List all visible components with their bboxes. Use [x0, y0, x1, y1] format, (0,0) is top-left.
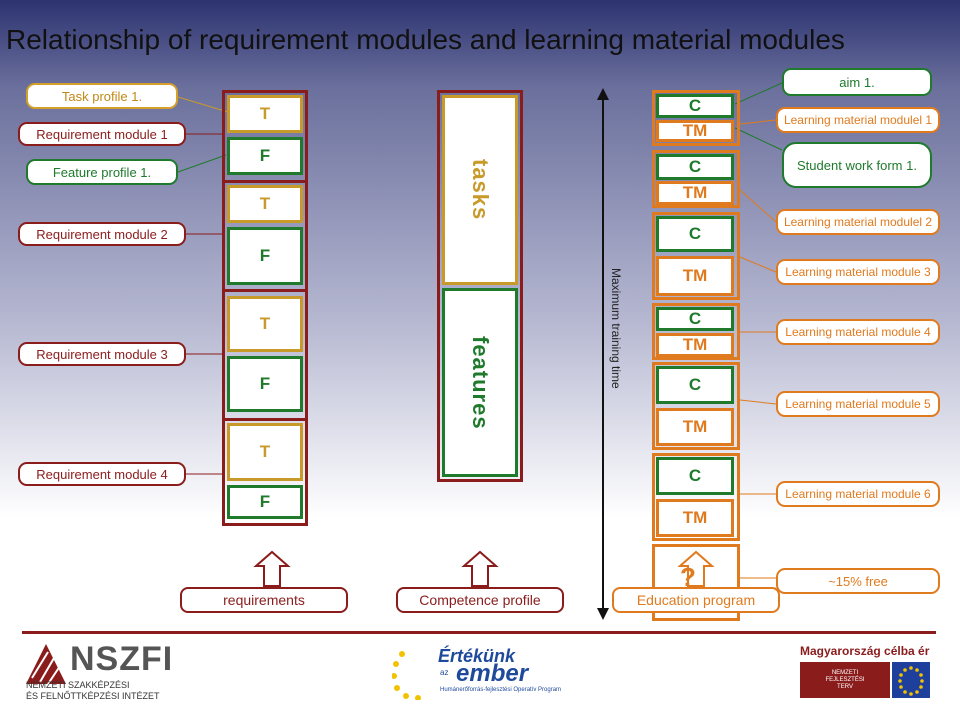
callout-task-profile: Task profile 1. — [26, 83, 178, 109]
nszfi-subtitle-2: ÉS FELNŐTTKÉPZÉSI INTÉZET — [26, 691, 160, 701]
nszfi-subtitle-1: NEMZETI SZAKKÉPZÉSI — [26, 680, 130, 690]
edu-free-frame — [652, 544, 740, 621]
training-module-box: TM — [656, 181, 734, 205]
competence-profile-label: Competence profile — [396, 587, 564, 613]
tasks-label: tasks — [468, 159, 493, 221]
training-module-box: TM — [656, 120, 734, 142]
nft-logo: NEMZETI FEJLESZTÉSI TERV — [800, 662, 890, 698]
requirements-column — [222, 90, 308, 526]
feature-box: F — [227, 227, 303, 285]
feature-box: F — [227, 356, 303, 412]
task-box: T — [227, 95, 303, 133]
requirements-label: requirements — [180, 587, 348, 613]
ertek-ember: ember — [456, 660, 529, 687]
callout-free: ~15% free — [776, 568, 940, 594]
ertek-title: Értékünk — [438, 646, 516, 666]
callout-requirement-module-1: Requirement module 1 — [18, 122, 186, 146]
free-question-mark: ? — [680, 562, 696, 592]
edu-module-frame — [652, 150, 740, 208]
features-box: features — [442, 288, 518, 477]
axis-label: Maximum training time — [609, 268, 623, 389]
ertek-az: az — [440, 668, 449, 677]
feature-box: F — [227, 485, 303, 519]
callout-learning-material-4: Learning material module 4 — [776, 319, 940, 345]
callout-student-work-form: Student work form 1. — [782, 142, 932, 188]
callout-learning-material-1: Learning material modulel 1 — [776, 107, 940, 133]
edu-module-frame — [652, 90, 740, 146]
edu-module-frame — [652, 303, 740, 360]
nft-text: NEMZETI FEJLESZTÉSI TERV — [825, 669, 865, 690]
requirement-module-divider — [222, 180, 308, 292]
callout-learning-material-6: Learning material module 6 — [776, 481, 940, 507]
callout-feature-profile: Feature profile 1. — [26, 159, 178, 185]
education-program-label: Education program — [612, 587, 780, 613]
competence-box: C — [656, 366, 734, 404]
edu-module-frame — [652, 212, 740, 300]
nszfi-name: NSZFI — [70, 640, 174, 678]
task-box: T — [227, 296, 303, 352]
callout-requirement-module-4: Requirement module 4 — [18, 462, 186, 486]
callout-requirement-module-3: Requirement module 3 — [18, 342, 186, 366]
feature-box: F — [227, 137, 303, 175]
training-module-box: TM — [656, 499, 734, 537]
competence-box: C — [656, 307, 734, 331]
competence-box: C — [656, 457, 734, 495]
task-box: T — [227, 423, 303, 481]
tasks-box: tasks — [442, 95, 518, 285]
callout-learning-material-2: Learning material modulel 2 — [776, 209, 940, 235]
competence-box: C — [656, 216, 734, 252]
callout-requirement-module-2: Requirement module 2 — [18, 222, 186, 246]
competence-box: C — [656, 94, 734, 118]
footer-divider — [22, 631, 936, 634]
callout-learning-material-3: Learning material module 3 — [776, 259, 940, 285]
competence-column — [437, 90, 523, 482]
eu-flag-icon — [892, 662, 930, 698]
task-box: T — [227, 185, 303, 223]
edu-module-frame — [652, 453, 740, 541]
edu-module-frame — [652, 362, 740, 450]
page-title: Relationship of requirement modules and … — [6, 24, 845, 55]
features-label: features — [468, 335, 493, 430]
training-module-box: TM — [656, 333, 734, 357]
eu-stars-icon — [392, 651, 421, 700]
training-module-box: TM — [656, 408, 734, 446]
requirement-module-divider — [222, 418, 308, 421]
training-module-box: TM — [656, 256, 734, 296]
callout-aim: aim 1. — [782, 68, 932, 96]
nszfi-logo-icon — [26, 644, 66, 684]
competence-box: C — [656, 154, 734, 180]
callout-learning-material-5: Learning material module 5 — [776, 391, 940, 417]
hu-slogan: Magyarország célba ér — [800, 644, 930, 658]
ertek-subtitle: Humánerőforrás-fejlesztési Operatív Prog… — [440, 687, 562, 693]
